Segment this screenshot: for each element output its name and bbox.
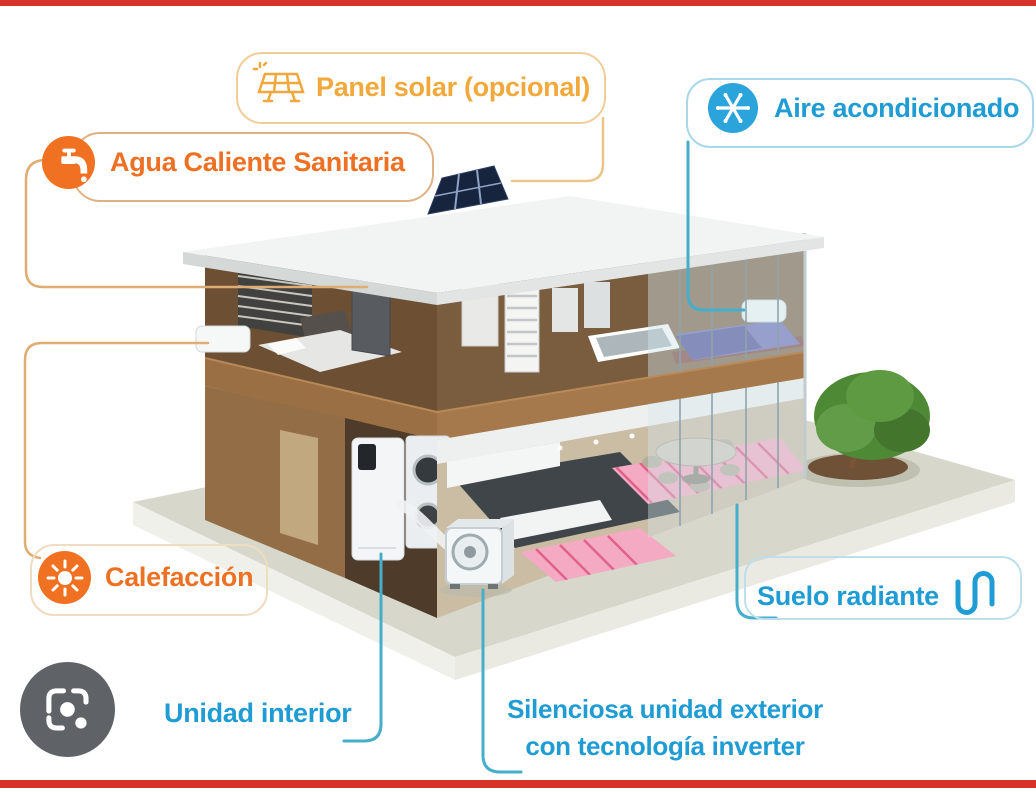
kitchen-counter [447,442,560,488]
snowflake-icon [708,83,758,133]
solar-panel [427,165,509,215]
label-unidad-interior: Unidad interior [164,698,352,729]
label-unidad-exterior-line2: con tecnología inverter [525,730,805,761]
label-agua-caliente: Agua Caliente Sanitaria [42,136,405,189]
towel-radiator [504,285,540,373]
solar-panel-icon [252,60,306,115]
floor-slab [204,351,806,440]
glass-wall-lower [648,233,807,538]
radiant-floor [520,438,806,582]
label-suelo-radiante: Suelo radiante [757,570,1001,623]
roof [183,196,824,305]
heating-wall-unit [195,325,251,353]
label-unidad-exterior: Silenciosa unidad exterior con tecnologí… [497,691,833,765]
label-calefaccion: Calefacción [38,551,254,604]
sun-icon [38,551,91,604]
entry-door [280,430,318,545]
exterior-wall-left [205,386,345,578]
faucet-icon [42,136,95,189]
leader-unidad-interior [342,552,383,743]
label-agua-caliente-text: Agua Caliente Sanitaria [110,147,405,177]
kitchen-dining [437,233,807,618]
heat-pump-indoor-unit [351,437,405,561]
kitchen-island [500,500,612,540]
label-suelo-radiante-text: Suelo radiante [757,581,939,611]
bathtub [588,324,680,362]
leader-aire-acondicionado [686,140,746,312]
google-lens-button[interactable] [20,662,115,757]
dining-set [642,437,740,492]
label-panel-solar: Panel solar (opcional) [252,60,590,115]
refrigerant-duct [396,499,454,551]
bathroom-mirror [584,282,610,328]
radiant-coil-icon [953,570,1001,623]
leader-agua-caliente [24,158,369,289]
leader-unidad-exterior [481,588,523,774]
label-aire-acondicionado-text: Aire acondicionado [774,92,1020,123]
house [183,165,824,618]
top-red-border [0,0,1036,6]
label-unidad-exterior-line1: Silenciosa unidad exterior [507,694,823,724]
label-unidad-interior-text: Unidad interior [164,698,352,728]
label-panel-solar-text: Panel solar (opcional) [316,72,590,102]
leader-panel-solar [510,116,605,183]
label-aire-acondicionado: Aire acondicionado [708,83,1019,133]
google-lens-icon [41,683,95,737]
label-calefaccion-text: Calefacción [105,562,254,592]
leader-suelo-radiante [735,503,778,620]
bottom-red-border [0,780,1036,788]
outdoor-unit [440,519,514,597]
right-bed-blanket [676,326,762,360]
tree [796,370,930,487]
right-bedroom [672,299,806,364]
bathroom-mirror [552,288,578,332]
